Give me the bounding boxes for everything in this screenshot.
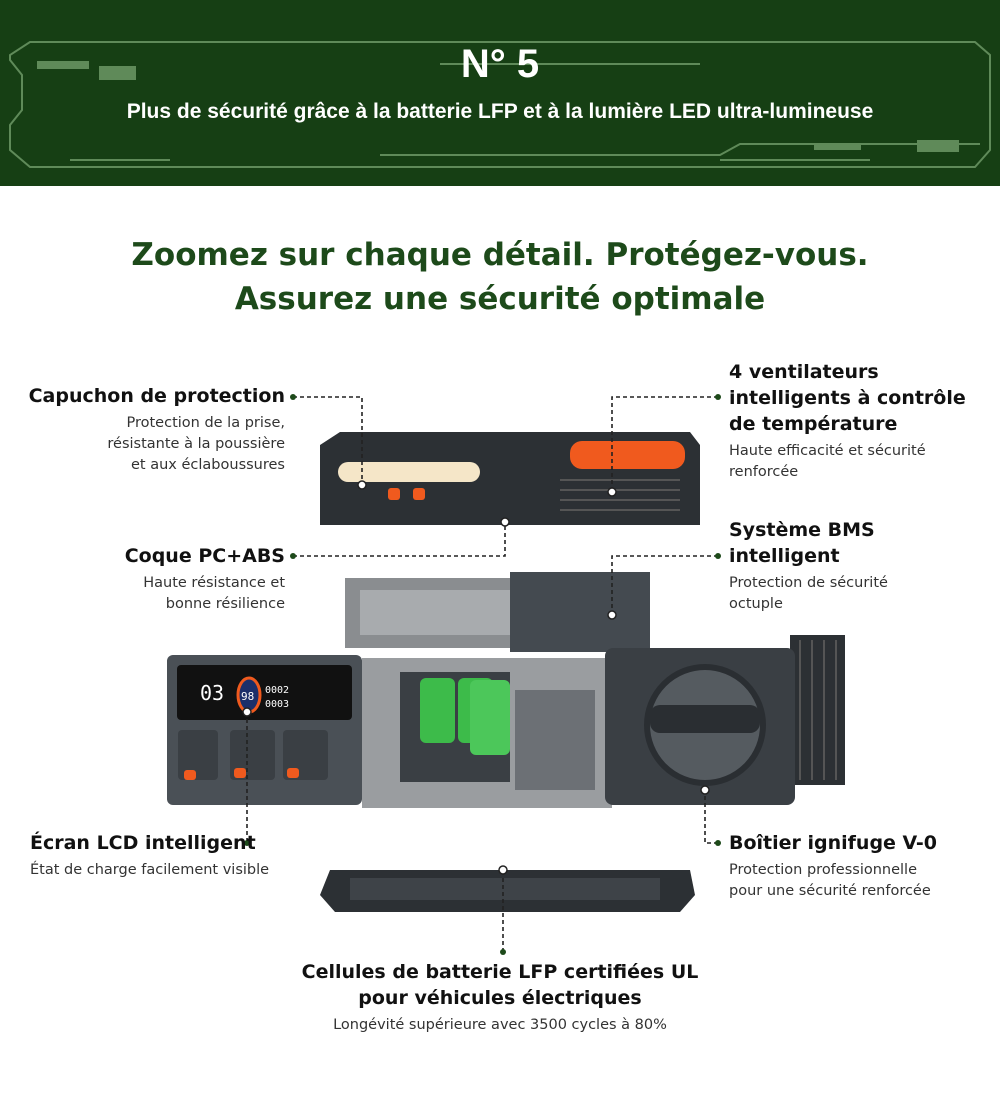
callout-desc: résistante à la poussière — [107, 436, 285, 452]
bottom-tray — [320, 870, 695, 912]
callout-case: Boîtier ignifuge V-0 Protection professi… — [729, 830, 937, 902]
callout-desc: et aux éclaboussures — [131, 457, 285, 473]
bms-board — [345, 572, 650, 652]
callout-title: intelligent — [729, 545, 840, 567]
callout-desc: Protection professionnelle — [729, 862, 917, 878]
callout-protective-cap: Capuchon de protection Protection de la … — [29, 383, 285, 476]
circuit-decoration — [9, 41, 991, 168]
callout-desc: renforcée — [729, 464, 799, 480]
callout-shell: Coque PC+ABS Haute résistance et bonne ré… — [125, 543, 285, 615]
top-lid — [320, 432, 700, 525]
callout-cells: Cellules de batterie LFP certifiées UL po… — [200, 959, 800, 1036]
callout-title: Écran LCD intelligent — [30, 832, 256, 854]
callout-desc: Longévité supérieure avec 3500 cycles à … — [333, 1017, 667, 1033]
headline-line1: Zoomez sur chaque détail. Protégez-vous. — [131, 237, 869, 273]
banner-number: N° 5 — [460, 42, 540, 86]
callout-lcd: Écran LCD intelligent État de charge fac… — [30, 830, 269, 881]
headline: Zoomez sur chaque détail. Protégez-vous.… — [0, 233, 1000, 321]
callout-desc: pour une sécurité renforcée — [729, 883, 931, 899]
banner-subtitle: Plus de sécurité grâce à la batterie LFP… — [126, 100, 874, 123]
callout-title: de température — [729, 413, 898, 435]
callout-desc: Protection de sécurité — [729, 575, 888, 591]
lcd-value-2: 0003 — [265, 699, 289, 710]
callout-desc: Protection de la prise, — [126, 415, 285, 431]
callout-desc: Haute résistance et — [143, 575, 285, 591]
callout-desc: État de charge facilement visible — [30, 862, 270, 878]
lcd-value-1: 0002 — [265, 685, 289, 696]
callout-title: Capuchon de protection — [28, 385, 285, 407]
callout-title: 4 ventilateurs — [729, 361, 879, 383]
leader-lines — [246, 396, 718, 952]
battery-cells — [362, 658, 612, 808]
flame-retardant-case — [605, 635, 845, 805]
leader-dots — [244, 394, 721, 955]
callout-title: Cellules de batterie LFP certifiées UL — [301, 961, 699, 983]
header-banner: N° 5 Plus de sécurité grâce à la batteri… — [0, 0, 1000, 186]
callout-title: pour véhicules électriques — [358, 987, 642, 1009]
front-panel: 03 98 0002 0003 — [167, 655, 362, 805]
lcd-value-left: 03 — [200, 681, 224, 705]
callout-fans: 4 ventilateurs intelligents à contrôle de … — [729, 359, 966, 483]
headline-line2: Assurez une sécurité optimale — [234, 281, 766, 317]
callout-bms: Système BMS intelligent Protection de séc… — [729, 517, 888, 615]
callout-title: Coque PC+ABS — [124, 545, 285, 567]
callout-title: intelligents à contrôle — [729, 387, 966, 409]
lcd-battery: 98 — [241, 690, 254, 703]
callout-desc: bonne résilience — [165, 596, 285, 612]
callout-desc: octuple — [729, 596, 783, 612]
callout-desc: Haute efficacité et sécurité — [729, 443, 926, 459]
callout-title: Système BMS — [729, 519, 875, 541]
callout-title: Boîtier ignifuge V-0 — [729, 832, 937, 854]
